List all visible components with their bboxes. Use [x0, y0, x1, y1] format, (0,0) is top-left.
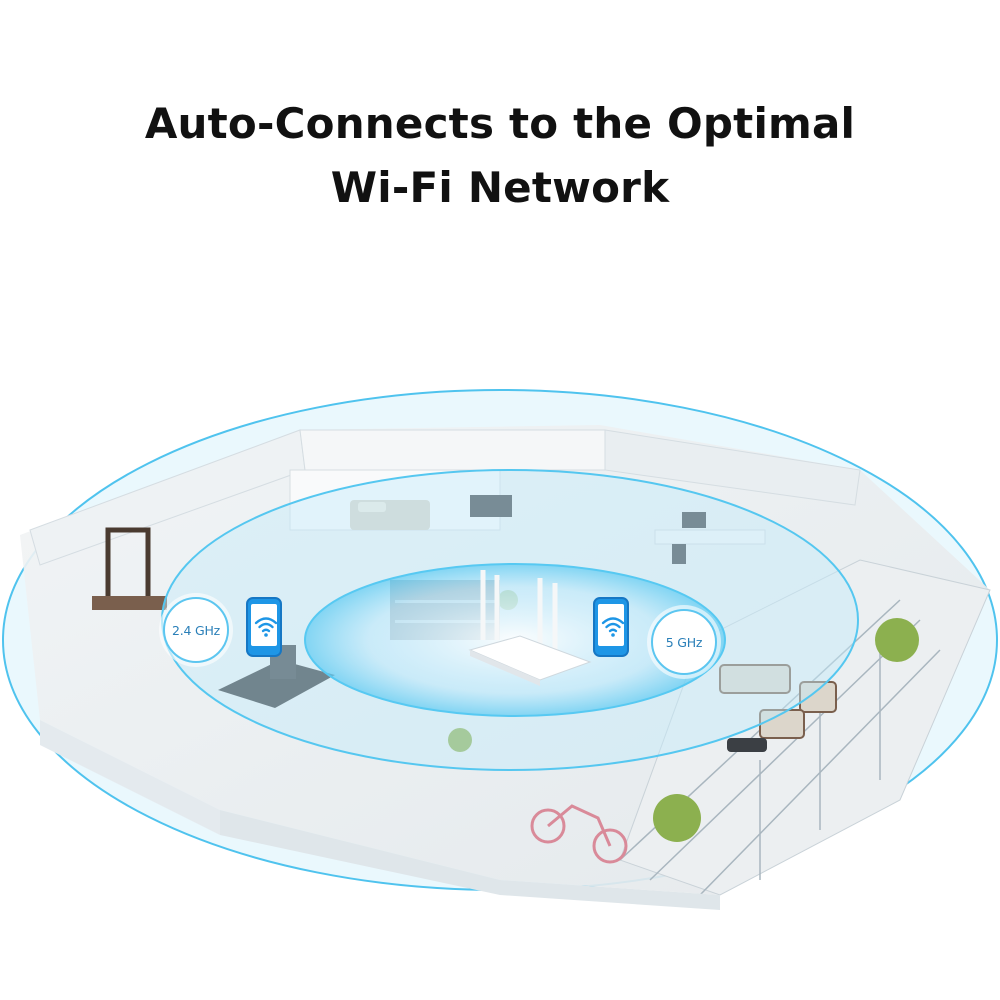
tv	[470, 495, 512, 517]
sofa	[719, 664, 837, 739]
monitor	[682, 512, 706, 528]
back-wall-center	[299, 429, 606, 471]
smartphone-wifi-icon	[246, 597, 282, 657]
front-wall-left	[40, 720, 220, 835]
band-5ghz-label: 5 GHz	[665, 634, 703, 650]
headline-line-2: Wi-Fi Network	[330, 163, 670, 212]
band-5ghz-badge: 5 GHz	[651, 609, 717, 675]
wifi-icon	[601, 617, 625, 637]
plant	[448, 728, 472, 752]
plant	[653, 794, 701, 842]
plant	[875, 618, 919, 662]
bicycle	[530, 804, 628, 864]
vanity	[92, 596, 167, 610]
front-wall-bottom	[220, 810, 720, 910]
grill	[727, 738, 767, 752]
band-24ghz-label: 2.4 GHz	[171, 622, 221, 638]
smartphone-wifi-icon	[593, 597, 629, 657]
headline-line-1: Auto-Connects to the Optimal	[144, 99, 856, 148]
band-24ghz-badge: 2.4 GHz	[163, 597, 229, 663]
headline: Auto-Connects to the Optimal Wi-Fi Netwo…	[0, 92, 1000, 220]
wifi-icon	[254, 617, 278, 637]
chair	[672, 544, 686, 564]
router-icon	[468, 570, 592, 686]
back-wall-right	[604, 429, 861, 506]
desk	[654, 529, 766, 545]
kitchen-counter	[218, 660, 335, 708]
bed-pillow	[358, 502, 386, 512]
